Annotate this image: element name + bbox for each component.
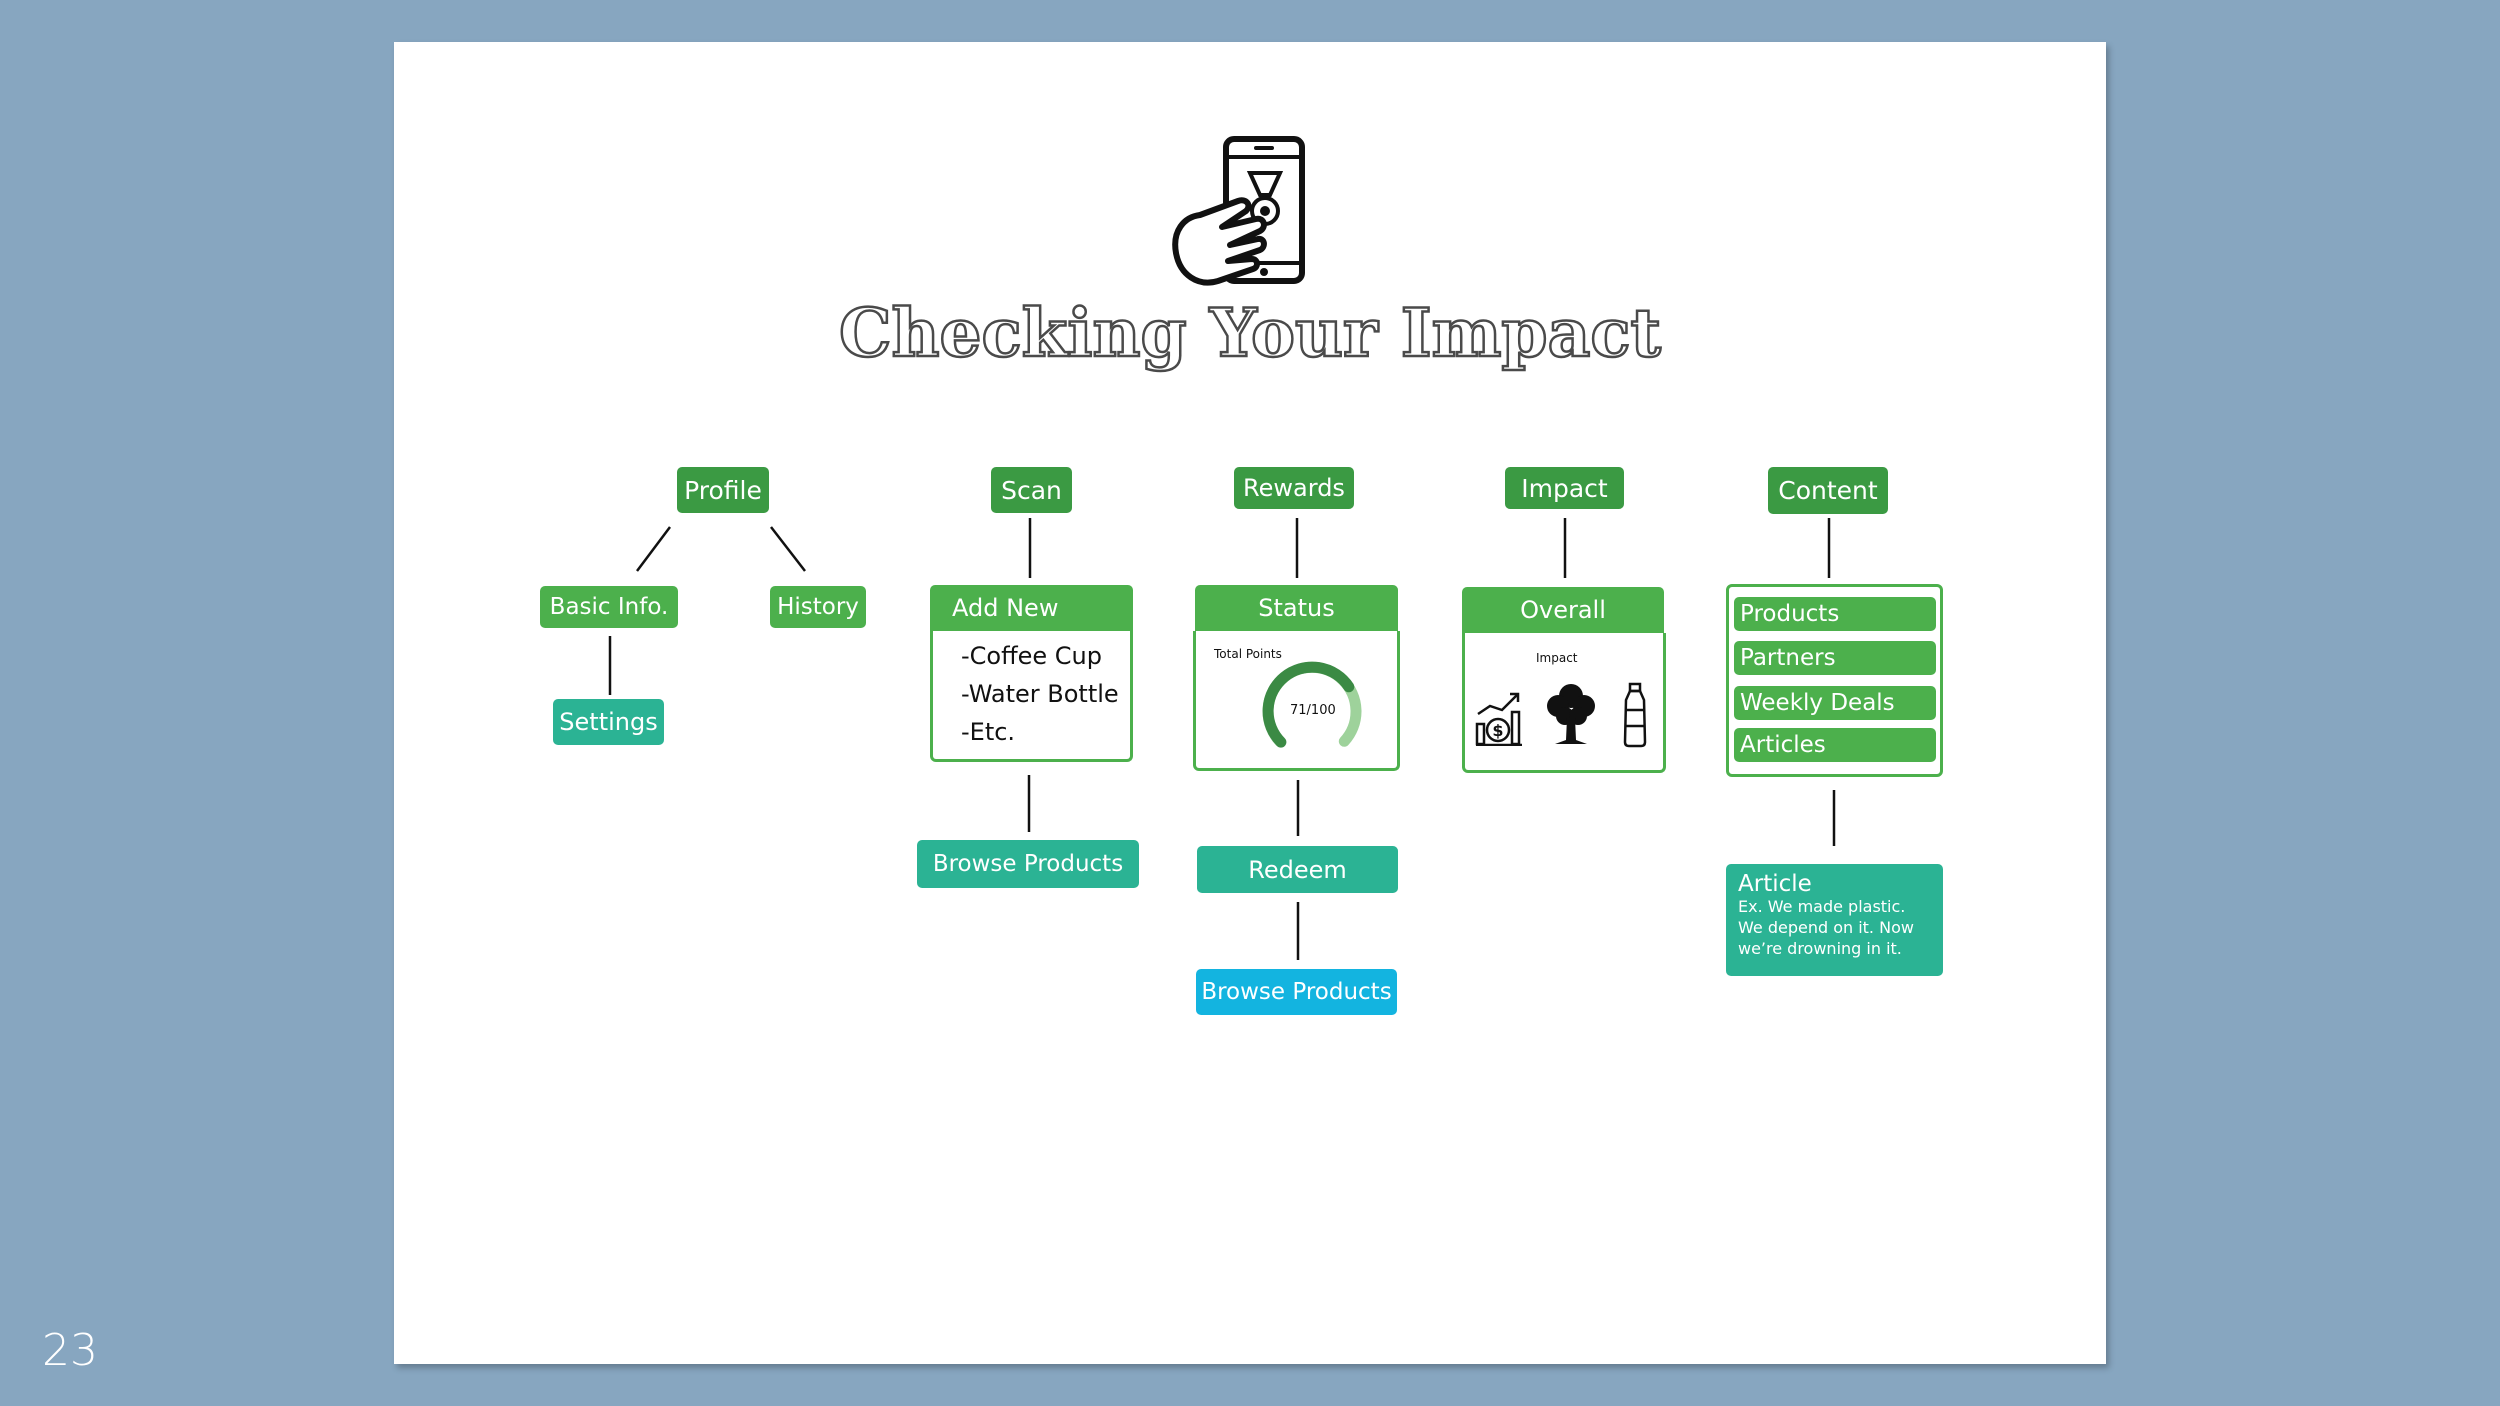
impact-node[interactable]: Impact [1505,467,1624,509]
article-title: Article [1738,871,1812,897]
add-new-panel [930,631,1133,762]
phone-with-hand-and-award-icon [1172,136,1305,286]
content-item-products[interactable]: Products [1734,597,1936,631]
article-line: Ex. We made plastic. [1738,897,1906,916]
water-bottle-icon [1623,682,1647,748]
redeem-button[interactable]: Redeem [1197,846,1398,893]
history-node[interactable]: History [770,586,866,628]
content-node[interactable]: Content [1768,467,1888,514]
rewards-node[interactable]: Rewards [1234,467,1354,509]
content-item-articles[interactable]: Articles [1734,728,1936,762]
svg-text:$: $ [1492,721,1503,740]
scan-item-list: -Coffee Cup -Water Bottle -Etc. [961,637,1119,751]
connector-profile-history [770,526,806,572]
add-new-header[interactable]: Add New [930,585,1133,631]
points-value: 71/100 [1290,703,1336,718]
scan-browse-products-button[interactable]: Browse Products [917,840,1139,888]
points-gauge [1262,661,1362,748]
page-title: Checking Your Impact [838,293,1663,374]
money-chart-icon: $ [1475,692,1522,746]
page-number: 23 [42,1325,98,1376]
scan-node[interactable]: Scan [991,467,1072,513]
scan-item: -Etc. [961,718,1016,746]
content-item-partners[interactable]: Partners [1734,641,1936,675]
basic-info-node[interactable]: Basic Info. [540,586,678,628]
article-line: We depend on it. Now [1738,918,1914,937]
article-card[interactable]: Article Ex. We made plastic. We depend o… [1726,864,1943,976]
rewards-browse-products-button[interactable]: Browse Products [1196,969,1397,1015]
scan-item: -Water Bottle [961,680,1119,708]
content-item-weekly-deals[interactable]: Weekly Deals [1734,686,1936,720]
tree-icon [1547,684,1595,744]
total-points-label: Total Points [1214,647,1282,661]
profile-node[interactable]: Profile [677,467,769,513]
connector-profile-basic [636,526,671,572]
scan-item: -Coffee Cup [961,642,1102,670]
impact-panel-label: Impact [1536,651,1578,665]
status-header[interactable]: Status [1195,585,1398,631]
settings-node[interactable]: Settings [553,699,664,745]
status-panel [1193,631,1400,771]
overall-header[interactable]: Overall [1462,587,1664,633]
article-line: we’re drowning in it. [1738,939,1902,958]
